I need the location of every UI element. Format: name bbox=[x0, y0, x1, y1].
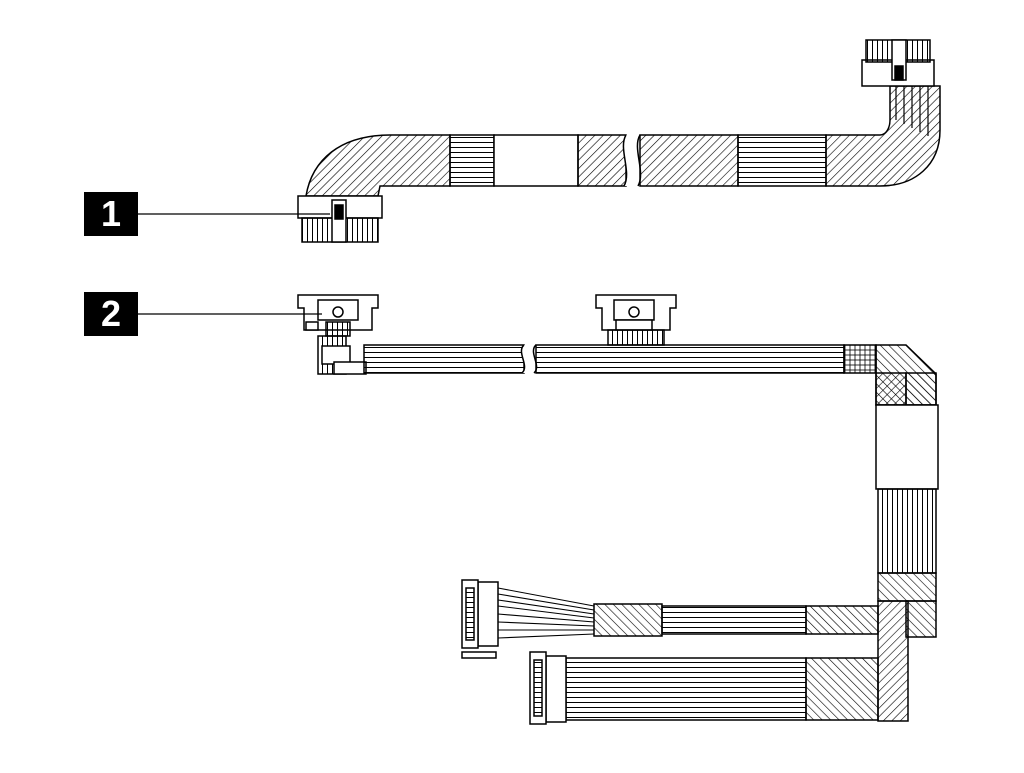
callout-2-badge: 2 bbox=[84, 292, 138, 336]
callout-2-label: 2 bbox=[100, 293, 122, 334]
cable-1-segment bbox=[639, 134, 739, 187]
cable-1-bottom-connector bbox=[297, 195, 383, 243]
cable-1-segment bbox=[449, 134, 495, 187]
cable-2-segment bbox=[877, 600, 909, 722]
cable-1-top-connector bbox=[861, 39, 935, 87]
cable-2-sleeve bbox=[875, 404, 939, 490]
cable-1-segment bbox=[737, 134, 827, 187]
cable-2-left-connector bbox=[297, 294, 379, 375]
cable-2-segment bbox=[535, 344, 845, 374]
cable-2-segment bbox=[905, 600, 937, 638]
cable-1-segment bbox=[577, 134, 627, 187]
cable-2-segment bbox=[363, 344, 525, 374]
cable-2-segment bbox=[875, 372, 907, 406]
cable-1 bbox=[297, 39, 941, 243]
cable-1-left-bend bbox=[305, 134, 451, 197]
cable-2-segment bbox=[877, 572, 937, 602]
cable-2-segment bbox=[877, 488, 937, 574]
cable-1-break bbox=[623, 135, 641, 186]
cable-1-wires bbox=[895, 86, 929, 136]
cable-2 bbox=[297, 294, 939, 725]
cable-2-segment bbox=[843, 344, 877, 374]
cable-1-sleeve bbox=[493, 134, 579, 187]
callout-1-badge: 1 bbox=[84, 192, 138, 236]
cable-2-upper-branch bbox=[461, 579, 879, 659]
cable-1-right-bend bbox=[825, 85, 941, 187]
cable-2-middle-connector bbox=[595, 294, 677, 346]
cable-2-lower-branch bbox=[529, 651, 879, 725]
callout-1-label: 1 bbox=[100, 193, 122, 234]
cable-2-segment bbox=[905, 372, 937, 406]
